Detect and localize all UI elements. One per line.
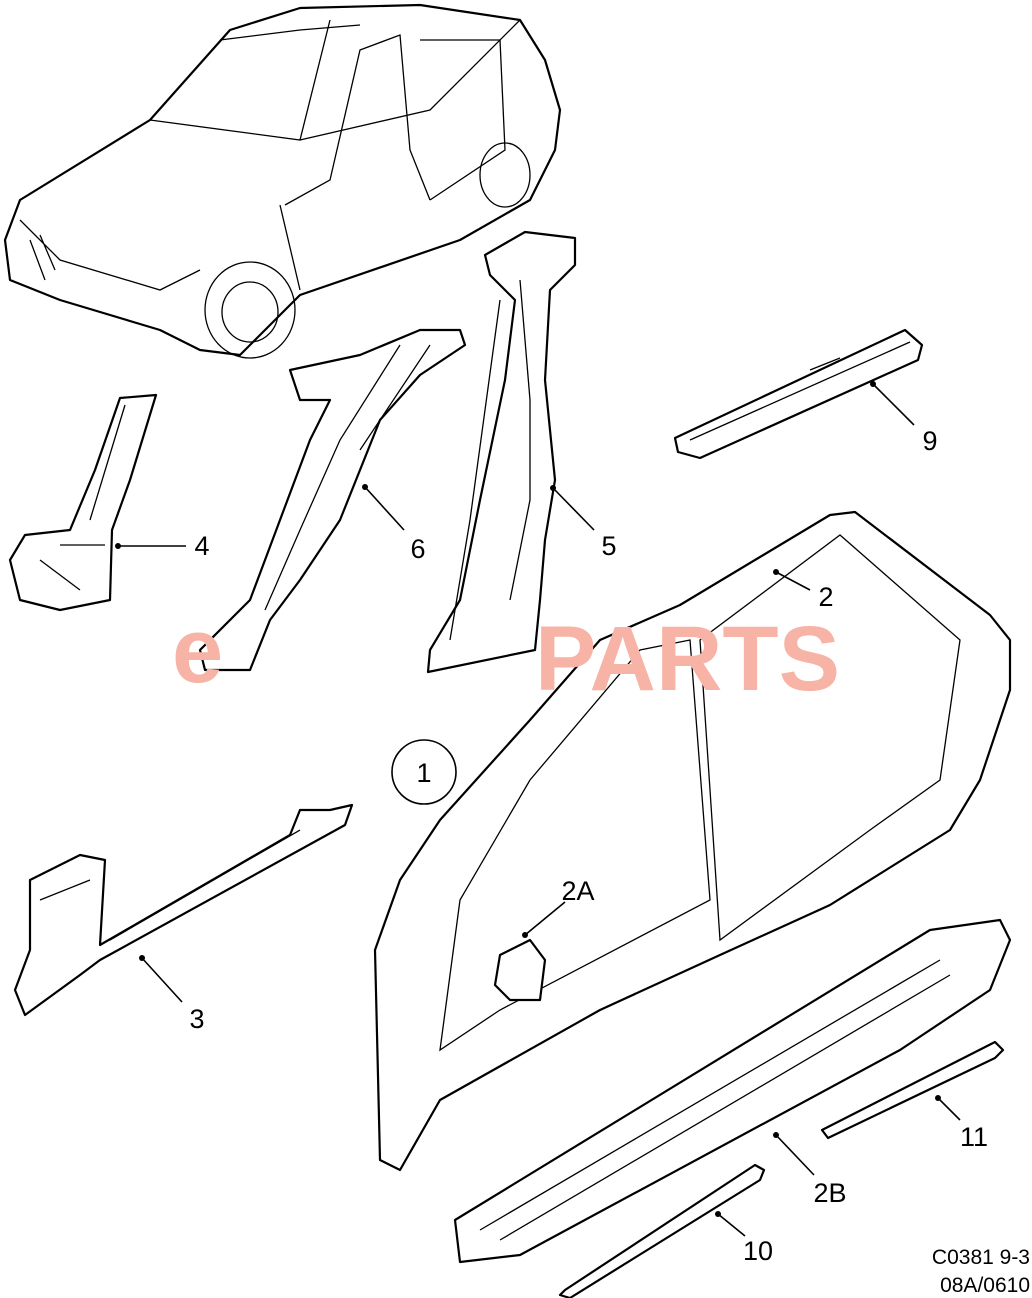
callout-2a: 2A [561,876,594,906]
callout-1-circle [391,739,457,805]
part-3 [13,803,354,1017]
part-10 [558,1163,766,1298]
callout-2b: 2B [813,1178,846,1208]
part-11 [820,1040,1005,1140]
callout-2: 2 [818,582,833,612]
part-2b [453,918,1012,1264]
callout-10: 10 [743,1236,773,1266]
car-illustration [3,3,562,359]
callout-5: 5 [601,531,616,561]
callout-1: 1 [416,758,431,788]
part-9 [673,328,924,460]
part-5 [426,230,577,674]
callout-4: 4 [194,531,209,561]
diagram-code: C0381 9-3 [932,1246,1030,1269]
callout-9: 9 [922,426,937,456]
part-2-side-frame [373,510,1012,1172]
callout-11: 11 [960,1122,988,1152]
part-6 [198,328,467,672]
watermark-e: e [172,600,223,702]
callout-3: 3 [189,1004,204,1034]
leader-lines [115,381,961,1237]
callout-6: 6 [410,534,425,564]
part-2a [493,938,547,1002]
watermark-parts: PARTS [535,608,840,710]
part-4 [8,393,158,612]
diagram-revision: 08A/0610 [940,1274,1030,1297]
